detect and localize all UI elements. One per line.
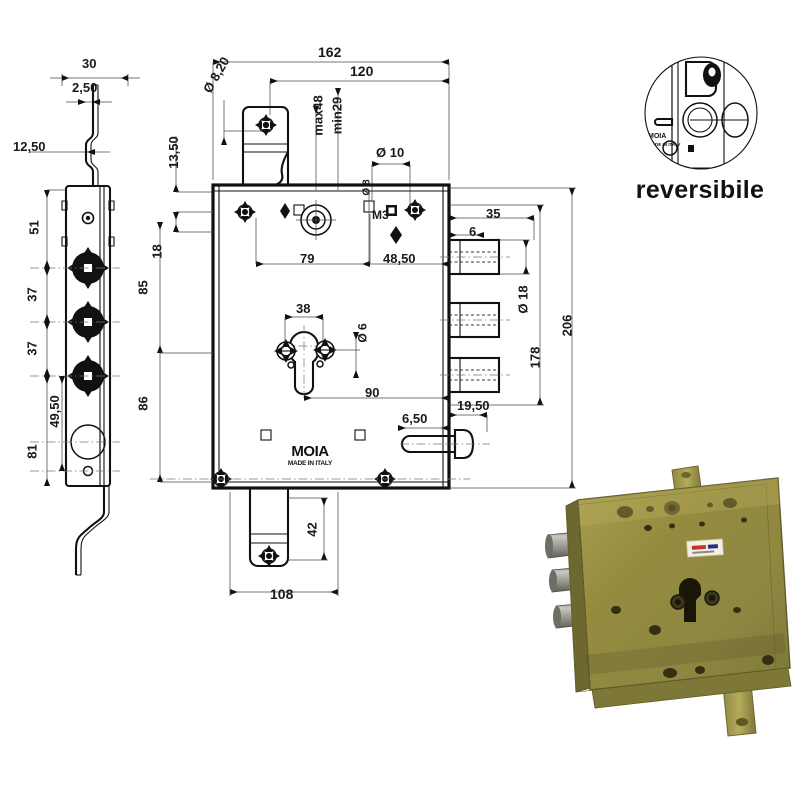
body-bottom-features: [150, 429, 470, 490]
photo-face-holes: [611, 498, 774, 678]
dim-206: [449, 187, 576, 489]
deadbolt-2: [440, 301, 510, 339]
dim-19-50: [449, 412, 488, 432]
dim-120: [269, 78, 449, 115]
top-fixing-tab: [241, 105, 290, 187]
photo-label-sticker: [686, 538, 724, 558]
dim-162: [212, 59, 450, 180]
reversible-detail-geometry: MOIA MADE IN ITALY reversibile: [636, 56, 764, 204]
cylinder-keyhole-assembly: [274, 314, 449, 401]
deadbolts: [440, 238, 510, 394]
body-cam-hole: [296, 200, 336, 240]
dim-faceplate-width-30: [50, 74, 140, 86]
body-top-features: [234, 190, 426, 265]
dim-35: [449, 215, 535, 240]
latch-bolt: [400, 428, 490, 460]
dim-faceplate-offset-12-50: [30, 149, 110, 155]
bottom-fixing-tab: [248, 488, 290, 568]
faceplate-fixing-lugs: [61, 200, 115, 247]
dim-79: [255, 214, 371, 267]
dim-6: [449, 232, 484, 238]
dim-18-dia: [500, 239, 530, 275]
faceplate-side-view-geometry: [30, 74, 140, 576]
brand-mark: MOIA MADE IN ITALY: [288, 443, 333, 467]
lock-product-photo-geometry: [545, 465, 792, 737]
reversible-brand: MOIA: [648, 133, 666, 140]
tab-screw-hole: [255, 114, 277, 136]
dim-10: [371, 161, 411, 212]
dim-faceplate-49-50: [59, 376, 65, 471]
dim-max48-min29: [313, 88, 341, 190]
dim-108: [229, 492, 339, 596]
dim-42: [288, 497, 328, 561]
dim-left-chain: [157, 211, 213, 483]
lock-body-front-view-geometry: MOIA MADE IN ITALY: [150, 59, 576, 596]
dim-6-50: [398, 425, 449, 431]
dim-48-50: [370, 261, 449, 267]
deadbolt-3: [440, 356, 510, 394]
dim-faceplate-thickness-2-50: [66, 99, 112, 105]
dim-faceplate-vertical-chain: [44, 189, 66, 486]
brand-moia: MOIA: [291, 443, 329, 460]
reversible-brand-sub: MADE IN ITALY: [648, 142, 681, 147]
dim-13-50: [173, 136, 213, 193]
photo-keyhole: [670, 578, 720, 622]
brand-made-in-italy: MADE IN ITALY: [288, 460, 333, 467]
reversible-label: reversibile: [636, 176, 764, 204]
dim-178: [449, 204, 544, 406]
deadbolt-1: [440, 238, 510, 276]
